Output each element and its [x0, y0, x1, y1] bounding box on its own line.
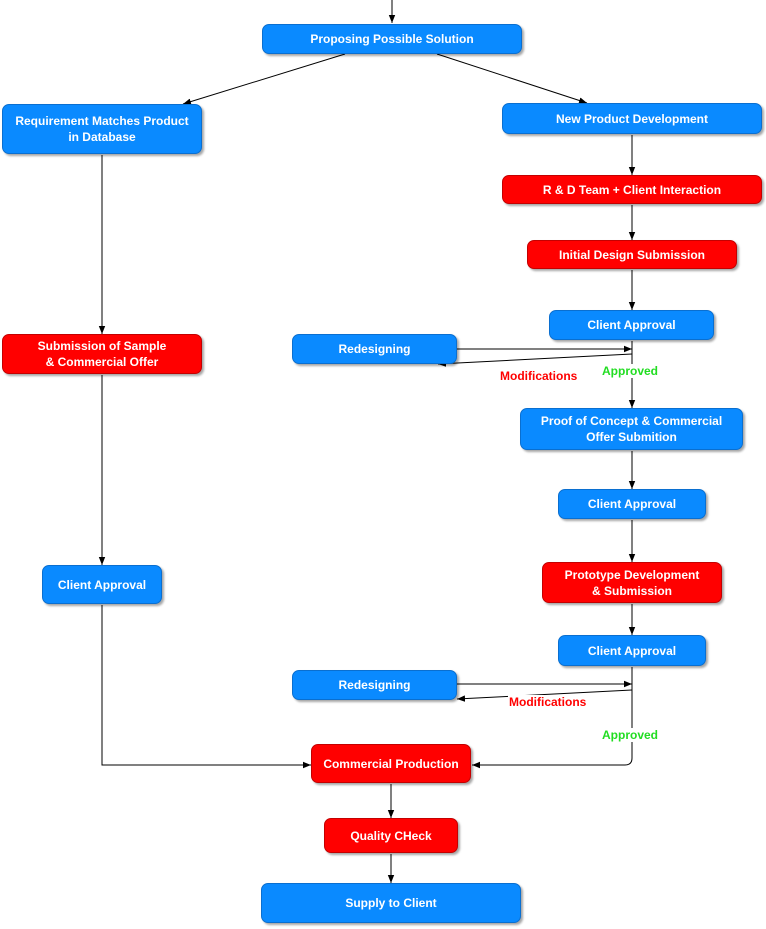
arrow-proposing-to-req-match: [182, 53, 346, 105]
node-redesigning-1: Redesigning: [292, 334, 457, 364]
arrow-approval-3-to-production: [472, 667, 633, 769]
node-client-approval-left: Client Approval: [42, 565, 162, 604]
node-client-approval-2: Client Approval: [558, 489, 706, 519]
node-new-product-development: New Product Development: [502, 103, 762, 134]
arrow-modifications-1: [437, 353, 633, 367]
node-prototype-development: Prototype Development & Submission: [542, 562, 722, 603]
node-initial-design-submission: Initial Design Submission: [527, 240, 737, 269]
node-quality-check: Quality CHeck: [324, 818, 458, 853]
node-requirement-matches-product: Requirement Matches Product in Database: [2, 104, 202, 154]
label-approved-2: Approved: [601, 728, 660, 742]
node-supply-to-client: Supply to Client: [261, 883, 521, 923]
node-client-approval-3: Client Approval: [558, 635, 706, 666]
arrow-client-approval-left-to-production: [101, 605, 311, 769]
node-rd-team-client-interaction: R & D Team + Client Interaction: [502, 175, 762, 204]
node-redesigning-2: Redesigning: [292, 670, 457, 700]
node-proof-of-concept: Proof of Concept & Commercial Offer Subm…: [520, 408, 743, 450]
label-approved-1: Approved: [601, 364, 660, 378]
node-proposing-possible-solution: Proposing Possible Solution: [262, 24, 522, 54]
arrow-proposing-to-new-product: [436, 53, 588, 104]
node-commercial-production: Commercial Production: [311, 744, 471, 783]
label-modifications-2: Modifications: [508, 695, 588, 709]
label-modifications-1: Modifications: [499, 369, 579, 383]
arrow-modifications-2: [456, 689, 633, 702]
node-client-approval-1: Client Approval: [549, 310, 714, 340]
node-submission-of-sample: Submission of Sample & Commercial Offer: [2, 334, 202, 374]
